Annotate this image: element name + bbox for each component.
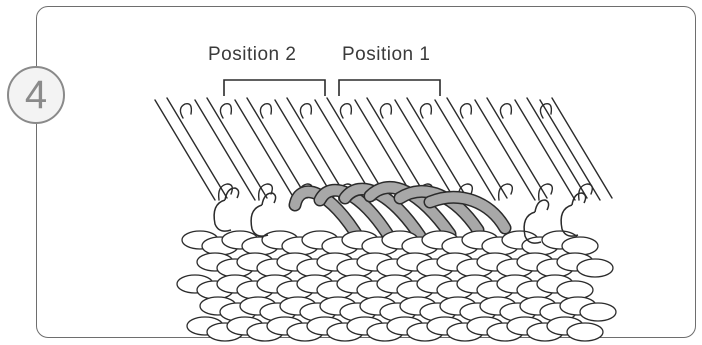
step-number: 4 xyxy=(25,75,47,115)
fabric-stitch xyxy=(580,303,616,321)
needle-latch xyxy=(340,104,351,118)
step-number-badge: 4 xyxy=(7,66,65,124)
needle-latch xyxy=(460,104,471,118)
fabric-stitch xyxy=(562,237,598,255)
position-2-bracket xyxy=(224,80,325,96)
fabric-stitch xyxy=(557,281,593,299)
position-1-label: Position 1 xyxy=(342,44,430,66)
needle-shaft xyxy=(527,98,587,198)
needle-shaft xyxy=(287,98,347,198)
needle-latch xyxy=(180,104,191,118)
fabric-stitch xyxy=(567,323,603,341)
needle-shaft xyxy=(155,100,215,200)
needle-latch xyxy=(220,104,231,118)
needle-shaft xyxy=(487,98,547,198)
needle-shaft xyxy=(407,98,467,198)
needle-latch xyxy=(420,104,431,118)
edge-loop xyxy=(251,205,268,236)
needle-shaft xyxy=(247,98,307,198)
position-2-label: Position 2 xyxy=(208,44,296,66)
needle-shaft xyxy=(447,98,507,198)
needle-latch xyxy=(300,104,311,118)
position-1-bracket xyxy=(339,80,440,96)
position-brackets xyxy=(224,80,440,96)
needle-latch xyxy=(500,104,511,118)
needle-latch xyxy=(260,104,271,118)
fabric-stitch xyxy=(577,259,613,277)
edge-loop xyxy=(214,200,231,231)
needle-shaft xyxy=(167,98,227,198)
edge-hook xyxy=(262,193,276,205)
edge-loop xyxy=(561,205,578,236)
needle-shaft xyxy=(552,98,612,198)
needle-latch xyxy=(380,104,391,118)
needle-shaft xyxy=(207,98,267,198)
needle-shaft xyxy=(540,100,600,200)
edge-hook xyxy=(535,200,549,212)
